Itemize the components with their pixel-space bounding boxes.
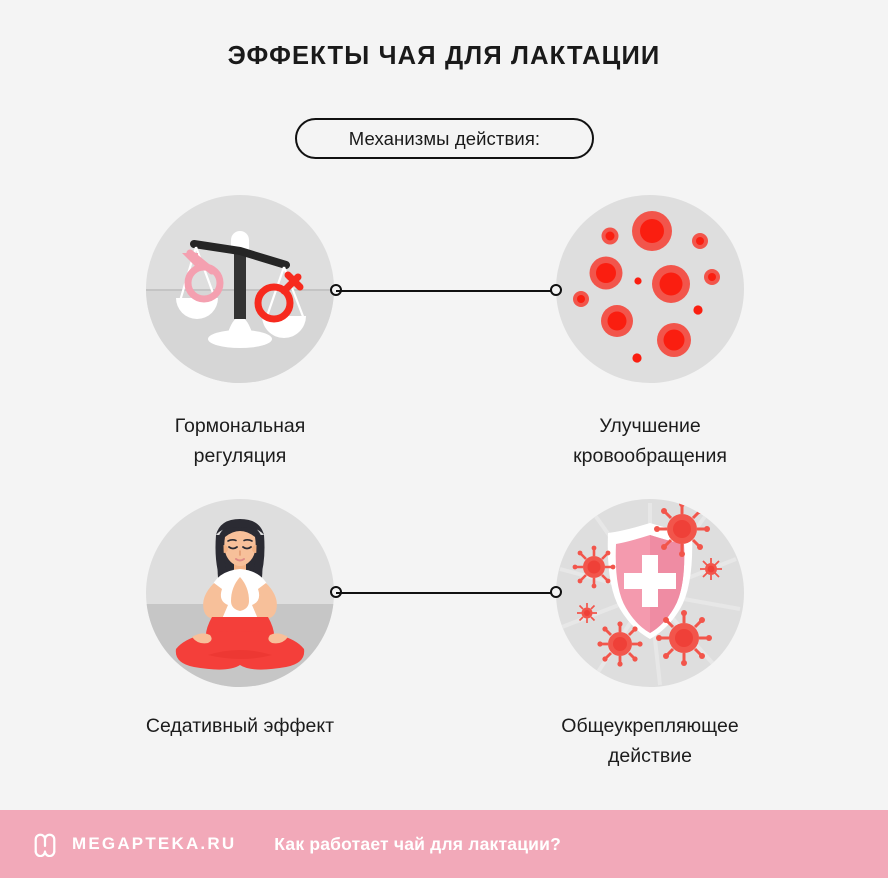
icon-circle [146,499,334,687]
item-caption: Седативный эффект [90,711,390,741]
icon-circle [556,499,744,687]
caption-line-2: регуляция [193,445,287,468]
item-immune-support: Общеукрепляющее действие [500,499,800,771]
connector-bottom-row [330,586,562,599]
caption-line-1: Гормональная [174,415,306,437]
icon-circle [146,195,334,383]
megapteka-m-logo-icon [34,833,56,857]
connector-line [336,592,556,594]
section-label-text: Механизмы действия: [348,127,541,149]
meditating-woman-icon [146,499,334,687]
connector-endpoint-right [550,586,562,598]
section-label-pill: Механизмы действия: [295,118,594,159]
footer-brand: MEGAPTEKA.RU [72,834,237,853]
balance-scale-icon [146,195,334,383]
item-caption: Общеукрепляющее действие [500,711,800,771]
item-blood-circulation: Улучшение кровообращения [500,195,800,471]
caption-line-1: Седативный эффект [145,715,335,737]
icon-circle [556,195,744,383]
page-title: ЭФФЕКТЫ ЧАЯ ДЛЯ ЛАКТАЦИИ [227,42,661,70]
item-sedative-effect: Седативный эффект [90,499,390,741]
red-blood-cells-icon [556,195,744,383]
connector-endpoint-right [550,284,562,296]
shield-virus-icon [556,499,744,687]
caption-line-2: действие [608,745,692,768]
connector-top-row [330,284,562,297]
item-caption: Улучшение кровообращения [500,411,800,471]
connector-line [336,290,556,292]
footer-tagline: Как работает чай для лактации? [274,833,561,854]
caption-line-1: Улучшение [599,415,701,437]
item-hormonal-regulation: Гормональная регуляция [90,195,390,471]
footer-bar: MEGAPTEKA.RU Как работает чай для лактац… [0,810,888,878]
caption-line-2: кровообращения [573,445,727,468]
item-caption: Гормональная регуляция [90,411,390,471]
caption-line-1: Общеукрепляющее [561,715,739,737]
